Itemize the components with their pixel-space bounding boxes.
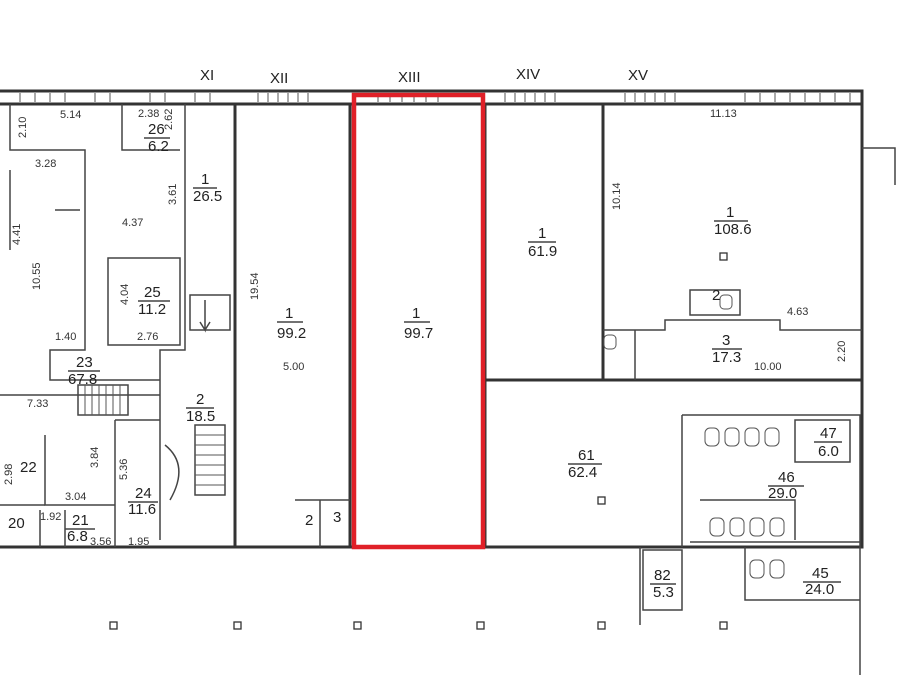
room-number: 22 [20,459,37,476]
dimension-label: 10.55 [31,262,43,290]
room-number: 23 [76,354,93,371]
walls [0,102,896,675]
dimension-label: 2.10 [17,117,29,138]
dimension-label: 2.38 [138,108,159,120]
room-number: 1 [726,204,734,221]
dimension-label: 5.00 [283,361,304,373]
dimension-label: 2.98 [3,464,15,485]
room-area: 26.5 [193,188,222,205]
room-area: 62.4 [568,464,597,481]
dimension-label: 19.54 [249,272,261,300]
dimension-label: 4.37 [122,217,143,229]
room-area: 6.2 [148,138,169,155]
room-number: 20 [8,515,25,532]
room-number: 3 [722,332,730,349]
room-area: 6.0 [818,443,839,460]
room-number: 26 [148,121,165,138]
window-marks [19,93,851,102]
dimension-label: 1.95 [128,536,149,548]
dimension-label: 4.63 [787,306,808,318]
room-number: 61 [578,447,595,464]
dimension-label: 2.20 [836,341,848,362]
dimension-label: 2.62 [163,109,175,130]
dimension-label: 1.92 [40,511,61,523]
room-number: 24 [135,485,152,502]
dimension-label: 3.28 [35,158,56,170]
dimension-label: 10.00 [754,361,782,373]
room-labels: 1 99.7 1 99.2 1 61.9 1 108.6 1 26.5 2 18… [8,121,842,601]
room-number: 82 [654,567,671,584]
dimension-label: 2.76 [137,331,158,343]
axis-label-xi: XI [200,67,214,84]
room-area: 108.6 [714,221,752,238]
dimension-label: 11.13 [710,108,737,120]
room-area: 6.8 [67,528,88,545]
dimension-label: 1.40 [55,331,76,343]
toilet-fixtures [603,294,785,579]
dimension-label: 5.36 [118,459,130,480]
room-number: 21 [72,512,89,529]
room-number: 1 [285,305,293,322]
room-area: 29.0 [768,485,797,502]
room-area: 11.6 [128,501,156,518]
axis-label-xiii: XIII [398,69,421,86]
room-number: 1 [201,171,209,188]
room-number: 2 [712,287,720,304]
dimension-label: 5.14 [60,109,81,121]
dimension-label: 7.33 [27,398,48,410]
room-area: 5.3 [653,584,674,601]
axis-label-xv: XV [628,67,648,84]
dimension-label: 3.56 [90,536,111,548]
room-area: 11.2 [138,301,166,318]
room-number: 2 [305,512,313,529]
room-area: 17.3 [712,349,741,366]
dimension-label: 3.61 [167,184,179,205]
room-area: 99.2 [277,325,306,342]
room-number: 45 [812,565,829,582]
dimension-labels: 5.14 2.38 2.62 2.10 3.28 4.37 3.61 4.41 … [3,108,848,548]
axis-label-xii: XII [270,70,288,87]
dimension-label: 4.04 [119,284,131,305]
top-facade [0,89,864,106]
room-area: 67.8 [68,371,97,388]
axis-labels: XI XII XIII XIV XV [200,66,648,87]
dimension-label: 3.84 [89,447,101,468]
axis-label-xiv: XIV [516,66,540,83]
room-number: 46 [778,469,795,486]
structural-columns [109,252,728,630]
room-number: 47 [820,425,837,442]
room-number: 2 [196,391,204,408]
dimension-label: 10.14 [611,182,623,210]
room-area: 61.9 [528,243,557,260]
dimension-label: 3.04 [65,491,86,503]
highlighted-unit-outline[interactable] [351,92,486,550]
room-number: 3 [333,509,341,526]
room-number: 1 [538,225,546,242]
room-number: 25 [144,284,161,301]
room-area: 24.0 [805,581,834,598]
dimension-label: 4.41 [11,224,23,245]
room-area: 18.5 [186,408,215,425]
room-area: 99.7 [404,325,433,342]
room-number: 1 [412,305,420,322]
stairs [77,294,231,501]
